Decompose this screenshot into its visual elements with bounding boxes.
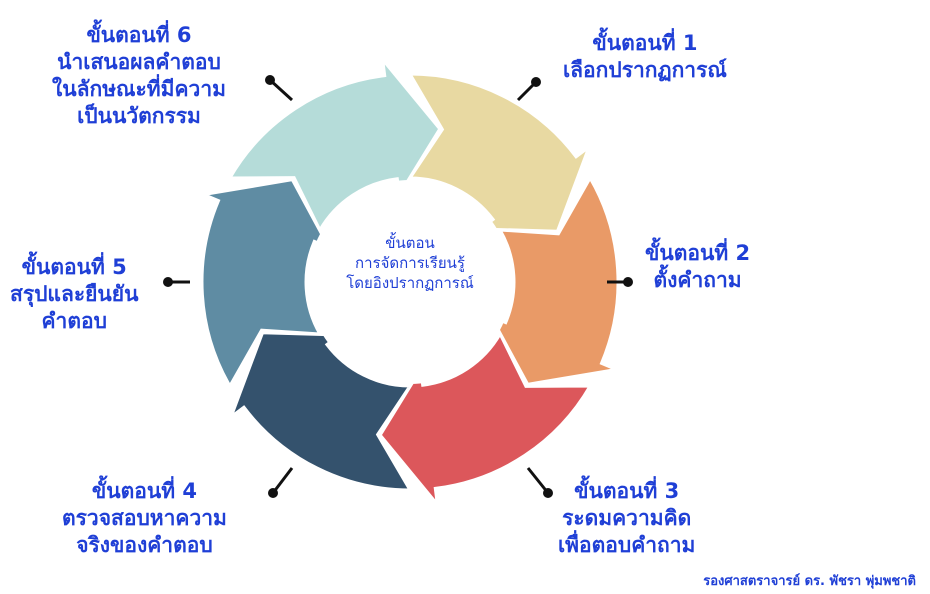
step-6-title: ขั้นตอนที่ 6 [86, 23, 192, 47]
center-line-2: การจัดการเรียนรู้ [355, 254, 465, 272]
arrow-step-6 [227, 54, 442, 234]
center-line-1: ขั้นตอน [385, 234, 435, 252]
step-2-label: ขั้นตอนที่ 2 ตั้งคำถาม [645, 240, 750, 294]
step-2-desc: ตั้งคำถาม [653, 268, 742, 292]
connector-dot-5 [163, 277, 173, 287]
cycle-arrows [198, 54, 622, 510]
step-1-desc: เลือกปรากฏการณ์ [563, 58, 727, 82]
step-3-title: ขั้นตอนที่ 3 [574, 479, 680, 503]
connector-dot-6 [265, 75, 275, 85]
arrow-step-3 [378, 330, 593, 510]
center-circle [308, 180, 512, 384]
connector-dot-4 [268, 488, 278, 498]
step-4-title: ขั้นตอนที่ 4 [91, 479, 197, 503]
connector-dot-3 [543, 488, 553, 498]
step-3-label: ขั้นตอนที่ 3 ระดมความคิด เพื่อตอบคำถาม [558, 478, 695, 559]
step-6-desc-2: ในลักษณะที่มีความ [52, 77, 226, 101]
step-1-title: ขั้นตอนที่ 1 [592, 31, 698, 55]
arrow-step-5 [198, 178, 333, 390]
arrow-step-1 [407, 72, 593, 233]
connector-line-3 [526, 467, 550, 494]
step-4-desc-2: จริงของคำตอบ [76, 533, 213, 557]
step-5-desc-1: สรุปและยืนยัน [10, 282, 139, 306]
connector-dot-2 [623, 277, 633, 287]
step-5-label: ขั้นตอนที่ 5 สรุปและยืนยัน คำตอบ [10, 254, 138, 335]
center-label: ขั้นตอน การจัดการเรียนรู้ โดยอิงปรากฏการ… [320, 233, 500, 293]
step-1-label: ขั้นตอนที่ 1 เลือกปรากฏการณ์ [563, 30, 727, 84]
step-3-desc-1: ระดมความคิด [562, 506, 692, 530]
connector-lines [163, 75, 633, 498]
step-5-desc-2: คำตอบ [41, 309, 107, 333]
step-3-desc-2: เพื่อตอบคำถาม [558, 533, 696, 557]
step-6-desc-1: นำเสนอผลคำตอบ [57, 50, 221, 74]
step-6-label: ขั้นตอนที่ 6 นำเสนอผลคำตอบ ในลักษณะที่มี… [52, 22, 226, 130]
step-2-title: ขั้นตอนที่ 2 [645, 241, 751, 265]
step-6-desc-3: เป็นนวัตกรรม [77, 104, 201, 128]
step-4-desc-1: ตรวจสอบหาความ [62, 506, 227, 530]
step-4-label: ขั้นตอนที่ 4 ตรวจสอบหาความ จริงของคำตอบ [62, 478, 227, 559]
connector-dot-1 [531, 77, 541, 87]
center-line-3: โดยอิงปรากฏการณ์ [346, 274, 474, 292]
arrow-step-2 [487, 174, 622, 386]
arrow-step-4 [227, 331, 413, 492]
connector-line-4 [271, 467, 294, 494]
author-credit: รองศาสตราจารย์ ดร. พัชรา พุ่มพชาติ [703, 574, 916, 589]
step-5-title: ขั้นตอนที่ 5 [21, 255, 127, 279]
